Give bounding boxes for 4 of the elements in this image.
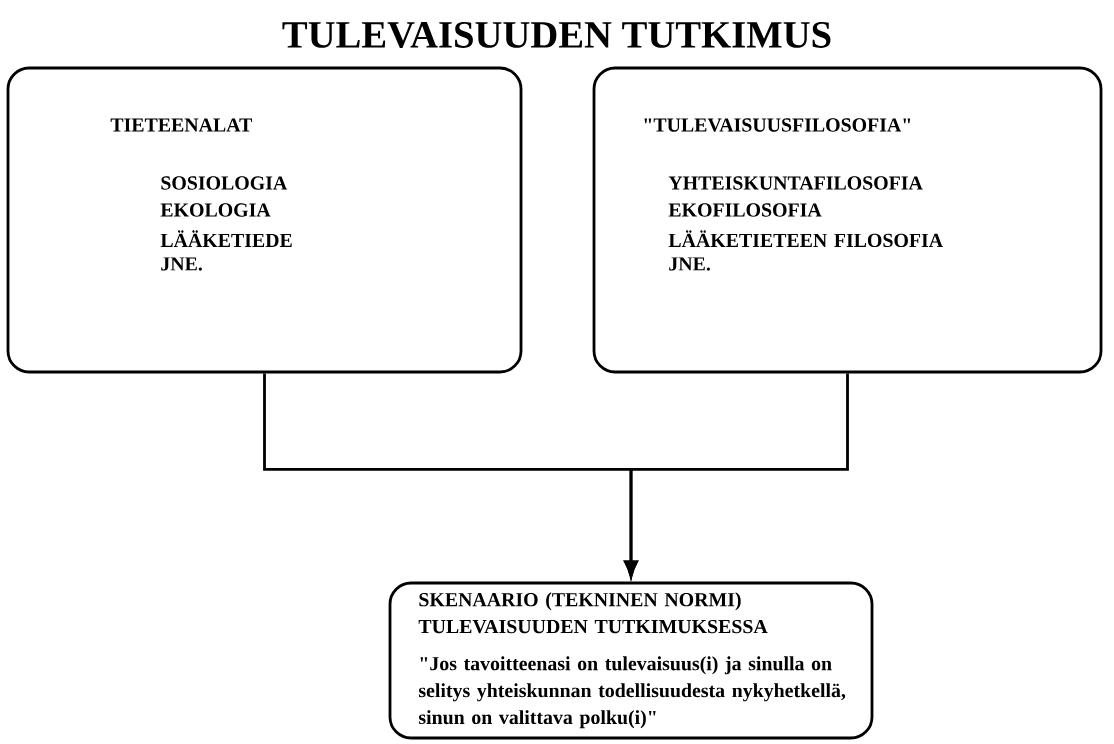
title: TULEVAISUUDEN TUTKIMUS — [282, 21, 831, 49]
text-box: SKENAARIO (TEKNINEN NORMI) TULEVAISUUDEN TUTKIMUKSESSA "Jos tavoitteenasi on tulevaisuus(i) ja sinulla on selitys yhteiskunnan todellisuudesta nykyhetkellä, sinun on valittava polku(i)" — [388, 581, 874, 740]
text-box: "TULEVAISUUSFILOSOFIA" YHTEISKUNTAFILOSOFIA EKOFILOSOFIA LÄÄKETIETEEN FILOSOFIA JNE. — [592, 66, 1103, 374]
text-box: TIETEENALAT SOSIOLOGIA EKOLOGIA LÄÄKETIEDE JNE. — [6, 66, 523, 374]
